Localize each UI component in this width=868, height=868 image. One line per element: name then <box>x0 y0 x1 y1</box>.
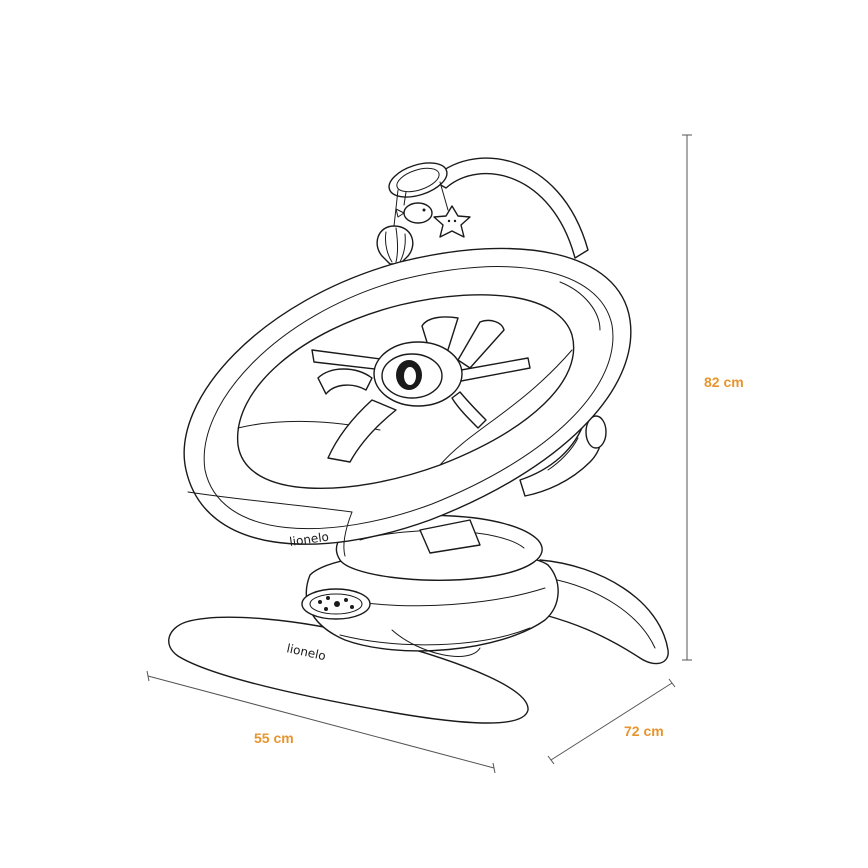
rear-leg <box>539 559 669 665</box>
height-dimension <box>682 134 692 661</box>
height-label: 82 cm <box>704 374 744 390</box>
bird-toy-icon <box>395 202 433 224</box>
star-toy-icon <box>433 205 471 238</box>
lionelo-o-logo-icon <box>396 360 422 390</box>
seat: lionelo <box>183 247 632 557</box>
seat-logo: lionelo <box>288 530 329 549</box>
depth-dimension <box>547 678 676 765</box>
width-label: 55 cm <box>254 730 294 746</box>
control-panel <box>301 588 371 620</box>
toy-arch <box>388 157 589 259</box>
support-arm <box>519 415 607 497</box>
depth-label: 72 cm <box>624 723 664 739</box>
width-dimension <box>146 670 496 774</box>
